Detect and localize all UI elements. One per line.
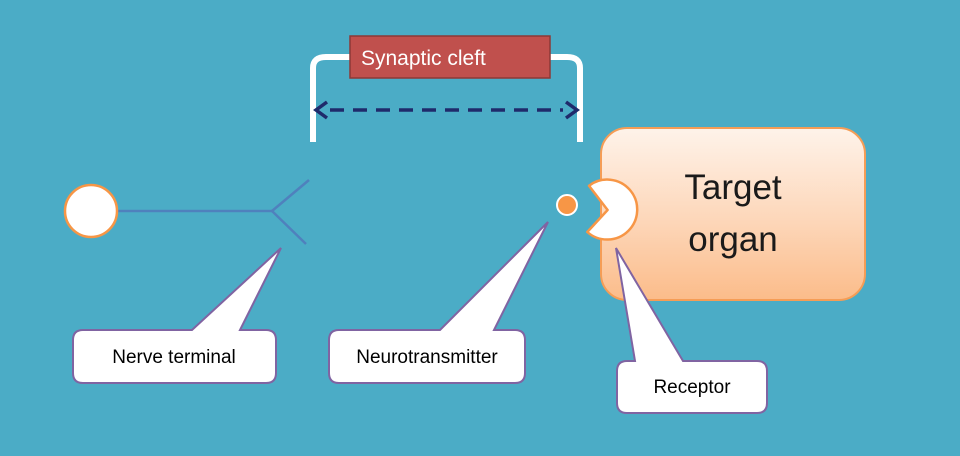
terminal-branch-upper (271, 179, 310, 212)
callout-receptor-text: Receptor (653, 377, 731, 398)
target-organ: Target organ (600, 127, 866, 301)
synaptic-cleft-text: Synaptic cleft (361, 47, 486, 70)
neurotransmitter-molecule (556, 194, 578, 216)
neuron-cell-body (63, 183, 119, 239)
neuron (63, 179, 310, 245)
cleft-width-arrow (313, 100, 580, 120)
receptor-shape (586, 178, 639, 241)
cleft-bracket (310, 54, 583, 142)
callout-receptor: Receptor (615, 247, 768, 414)
callout-neurotransmitter-text: Neurotransmitter (356, 347, 498, 368)
target-organ-line1: Target (684, 168, 782, 207)
terminal-branch-lower (271, 210, 307, 245)
target-organ-line2: organ (688, 220, 778, 259)
callout-nerve-terminal-text: Nerve terminal (112, 347, 236, 368)
callout-nerve-terminal: Nerve terminal (72, 247, 282, 384)
synaptic-cleft-label: Synaptic cleft (349, 35, 551, 79)
callout-neurotransmitter: Neurotransmitter (328, 221, 549, 384)
